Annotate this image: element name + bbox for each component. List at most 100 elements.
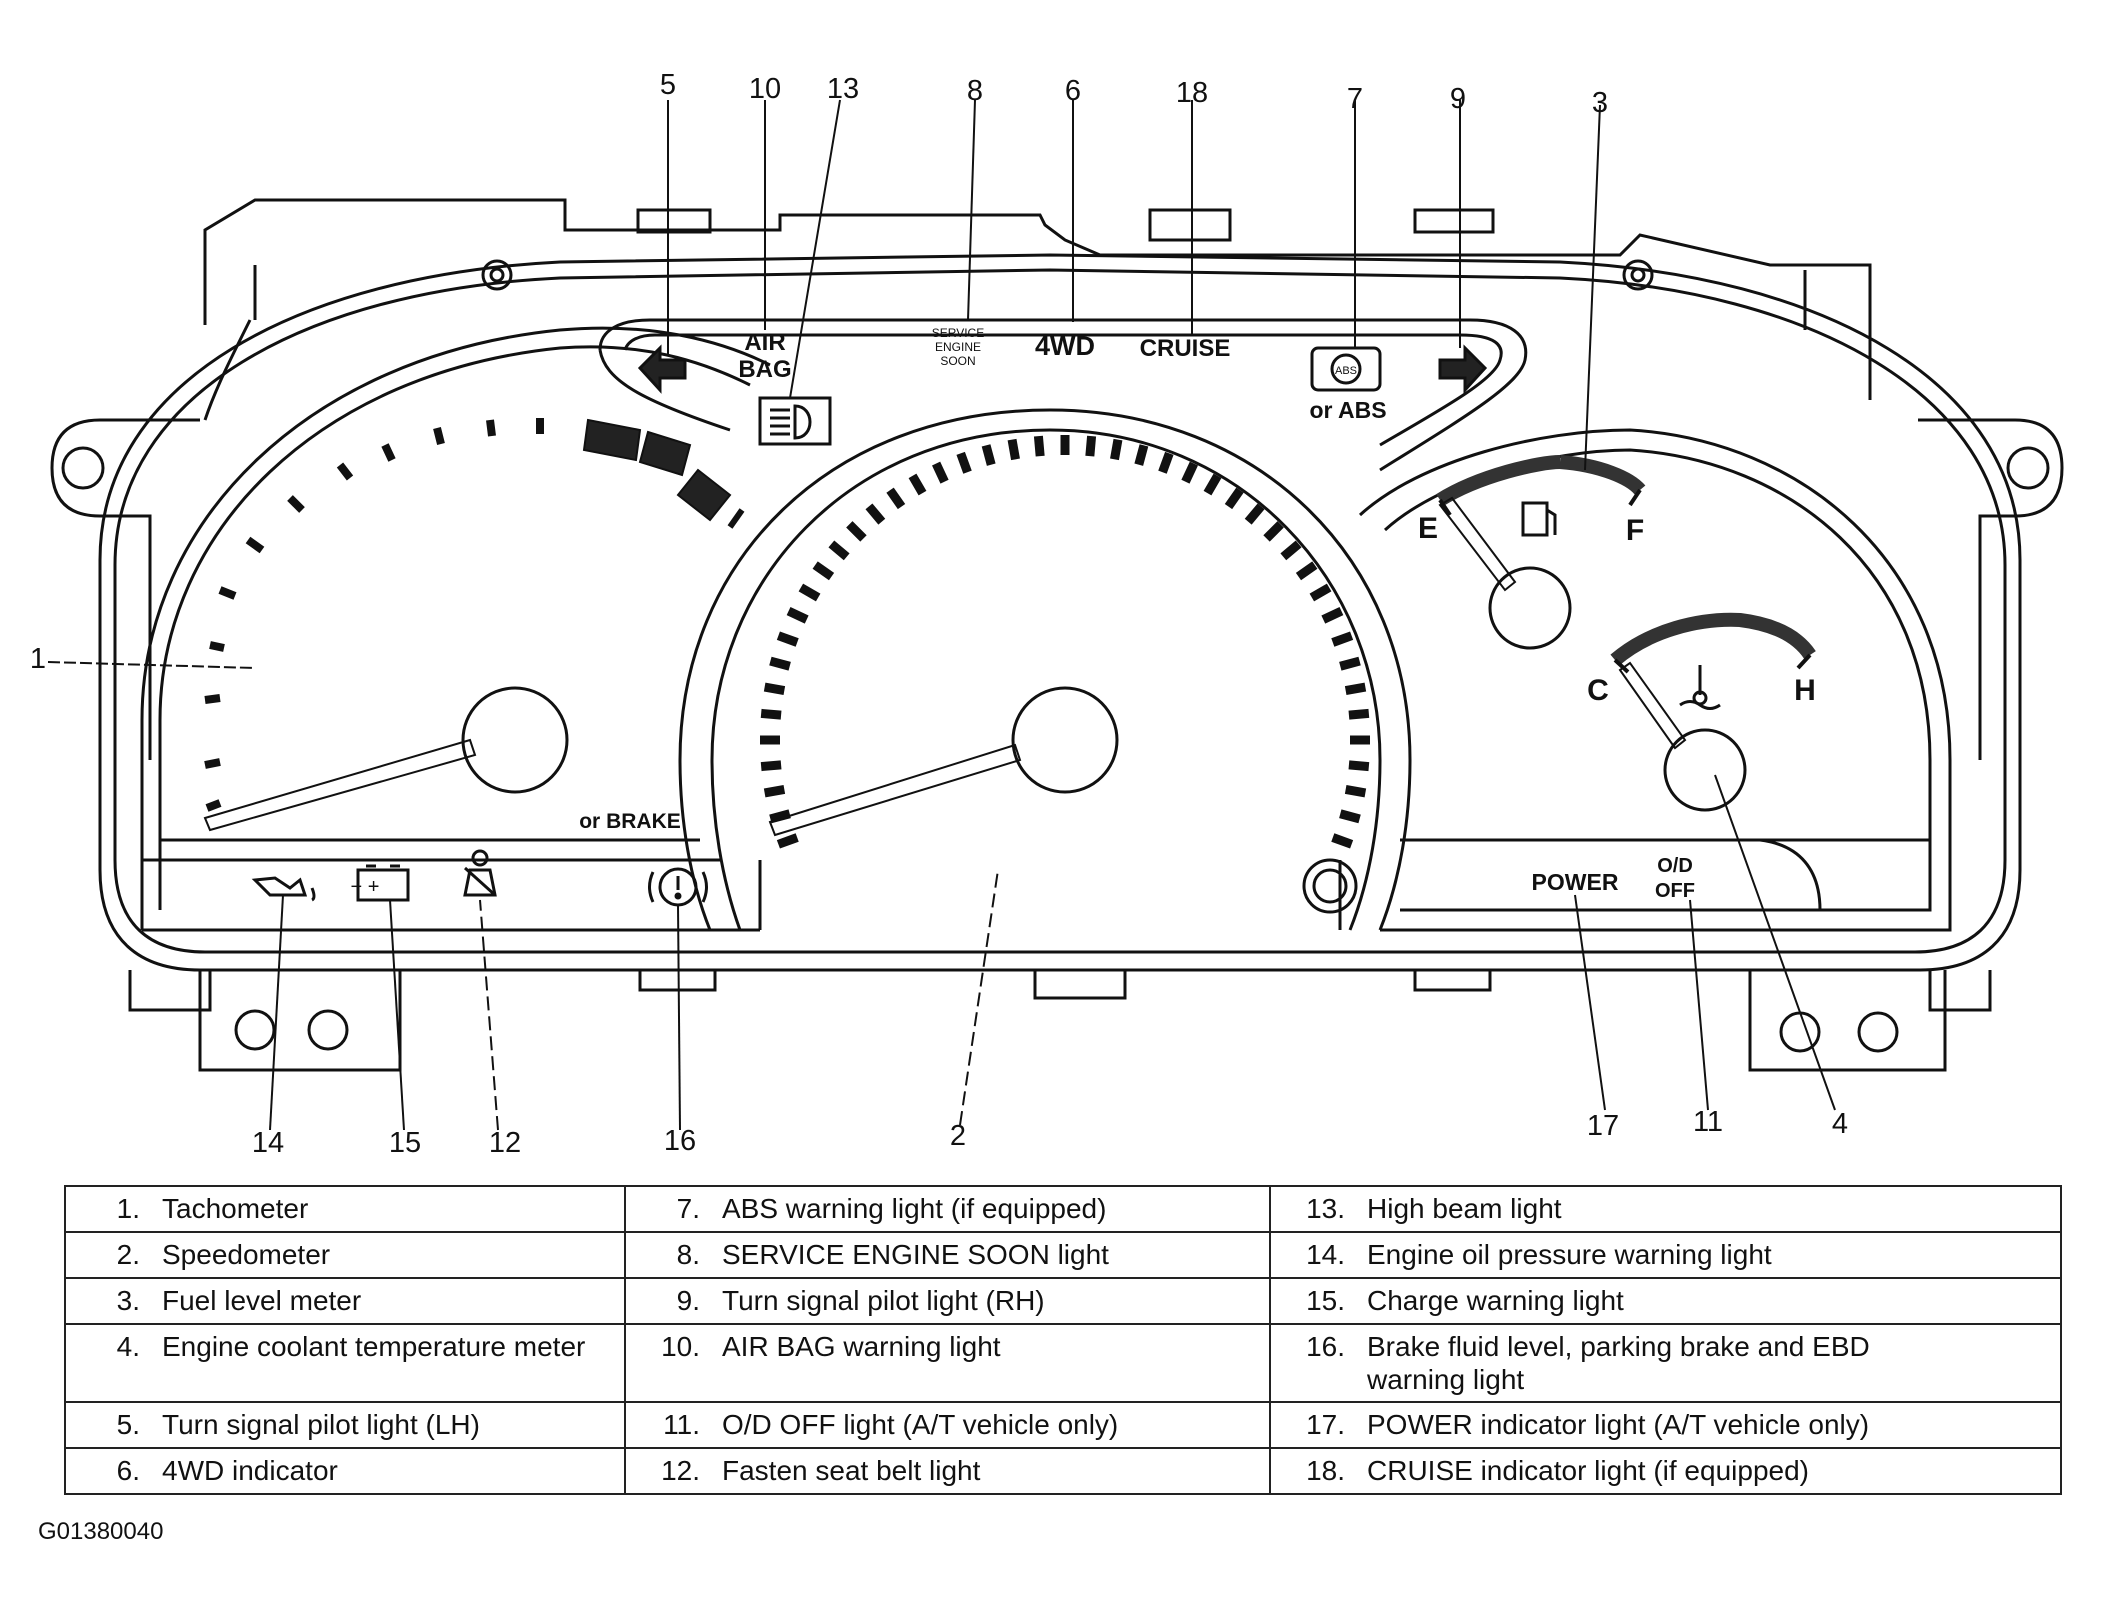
callout-16: 16 — [664, 1125, 696, 1157]
legend-cell: 10.AIR BAG warning light — [624, 1323, 1271, 1403]
speedometer-tick — [1263, 521, 1284, 542]
callout-4: 4 — [1832, 1108, 1848, 1140]
legend-item-text: Turn signal pilot light (RH) — [722, 1285, 1045, 1316]
legend-item-number: 16. — [1306, 1331, 1345, 1362]
speedometer-tick — [1331, 631, 1354, 647]
speedometer-tick — [908, 473, 927, 496]
legend-item-number: 6. — [116, 1455, 140, 1486]
oil-pressure-icon — [251, 876, 316, 902]
callout-13: 13 — [827, 73, 859, 105]
speedometer-tick — [763, 785, 786, 798]
service-engine-soon-line1: SERVICE — [932, 326, 984, 340]
figure-code: G01380040 — [38, 1518, 164, 1545]
legend-item-text: AIR BAG warning light — [722, 1331, 1001, 1362]
legend-cell: 15.Charge warning light — [1269, 1277, 2062, 1325]
callout-1: 1 — [30, 643, 46, 675]
callout-6: 6 — [1065, 75, 1081, 107]
speedometer-tick — [1158, 451, 1174, 474]
legend-cell: 6.4WD indicator — [64, 1447, 626, 1495]
legend-cell: 11.O/D OFF light (A/T vehicle only) — [624, 1401, 1271, 1449]
seat-belt-icon — [463, 849, 497, 897]
speedometer-tick — [760, 760, 782, 772]
leader-lines — [47, 99, 1836, 1131]
power-label: POWER — [1532, 869, 1619, 895]
speedometer-tick — [1280, 540, 1302, 561]
fuel-empty-label: E — [1418, 512, 1438, 545]
service-engine-soon-line2: ENGINE — [935, 340, 981, 354]
speedometer-tick — [1344, 682, 1367, 695]
legend-cell: 7.ABS warning light (if equipped) — [624, 1185, 1271, 1233]
legend-cell: 2.Speedometer — [64, 1231, 626, 1279]
legend-cell: 1.Tachometer — [64, 1185, 626, 1233]
speedometer-tick — [956, 451, 972, 474]
speedometer-tick — [1331, 833, 1354, 849]
legend-cell: 13. High beam light — [1269, 1185, 2062, 1233]
legend-item-number: 4. — [116, 1331, 140, 1362]
coolant-temperature-icon — [1679, 665, 1721, 710]
speedometer-tick — [932, 461, 949, 484]
speedometer-tick — [1085, 435, 1097, 457]
high-beam-icon — [758, 396, 832, 446]
speedometer-tick — [1339, 809, 1361, 824]
turn-signal-left-icon — [637, 344, 687, 394]
legend-item-number: 5. — [116, 1409, 140, 1440]
fuel-and-temp-dial — [1358, 428, 1952, 932]
legend-item-number: 3. — [116, 1285, 140, 1316]
legend-cell: 8.SERVICE ENGINE SOON light — [624, 1231, 1271, 1279]
legend-item-text: High beam light — [1367, 1193, 1562, 1224]
legend-cell: 17.POWER indicator light (A/T vehicle on… — [1269, 1401, 2062, 1449]
speedometer-tick — [1348, 708, 1370, 720]
legend-item-number: 2. — [116, 1239, 140, 1270]
legend-item-text: CRUISE indicator light (if equipped) — [1367, 1455, 1809, 1486]
callout-2: 2 — [950, 1120, 966, 1152]
speedometer-tick — [812, 561, 835, 581]
speedometer-tick — [886, 487, 906, 510]
legend-item-text: Turn signal pilot light (LH) — [162, 1409, 480, 1440]
speedometer-tick — [1033, 435, 1045, 457]
indicator-panel — [598, 318, 1528, 472]
tachometer-dial — [140, 326, 771, 932]
temp-hot-label: H — [1794, 674, 1816, 707]
callout-14: 14 — [252, 1127, 284, 1159]
callout-8: 8 — [967, 75, 983, 107]
abs-icon — [1310, 346, 1382, 392]
speedometer-tick — [786, 607, 809, 624]
legend-cell: 4.Engine coolant temperature meter — [64, 1323, 626, 1403]
speedometer-tick — [865, 503, 886, 525]
callout-3: 3 — [1592, 87, 1608, 119]
cruise-label: CRUISE — [1140, 335, 1231, 362]
cluster-housing — [50, 198, 2064, 1072]
speedometer-tick — [769, 656, 791, 671]
or-brake-label: or BRAKE — [579, 810, 681, 833]
legend-item-number: 13. — [1306, 1193, 1345, 1224]
speedometer-tick — [981, 444, 996, 466]
speedometer-tick — [1203, 473, 1222, 496]
battery-symbols: − + — [351, 876, 380, 898]
fuel-full-label: F — [1626, 514, 1644, 547]
legend-item-number: 11. — [663, 1409, 700, 1440]
callout-18: 18 — [1176, 77, 1208, 109]
speedometer-tick — [769, 809, 791, 824]
callout-10: 10 — [749, 73, 781, 105]
legend-item-number: 14. — [1306, 1239, 1345, 1270]
od-label: O/D — [1657, 855, 1693, 877]
speedometer-tick-marks — [760, 435, 1370, 849]
legend-item-number: 9. — [676, 1285, 700, 1316]
speedometer-tick — [798, 583, 821, 602]
four-wd-label: 4WD — [1035, 331, 1095, 361]
speedometer-tick — [1309, 583, 1332, 602]
speedometer-tick — [1295, 561, 1318, 581]
legend-cell: 5. Turn signal pilot light (LH) — [64, 1401, 626, 1449]
instrument-cluster-diagram: AIR BAG SERVICE ENGINE SOON 4WD CRUISE A… — [30, 69, 2064, 1159]
legend-item-text: ABS warning light (if equipped) — [722, 1193, 1107, 1224]
airbag-label-line1: AIR — [744, 329, 785, 356]
speedometer-dial — [678, 408, 1412, 931]
legend-item-number: 18. — [1306, 1455, 1345, 1486]
service-engine-soon-line3: SOON — [940, 354, 975, 368]
battery-icon — [356, 864, 410, 902]
callout-12: 12 — [489, 1127, 521, 1159]
legend-row: 5. Turn signal pilot light (LH) 11.O/D OFF… — [64, 1401, 2062, 1449]
